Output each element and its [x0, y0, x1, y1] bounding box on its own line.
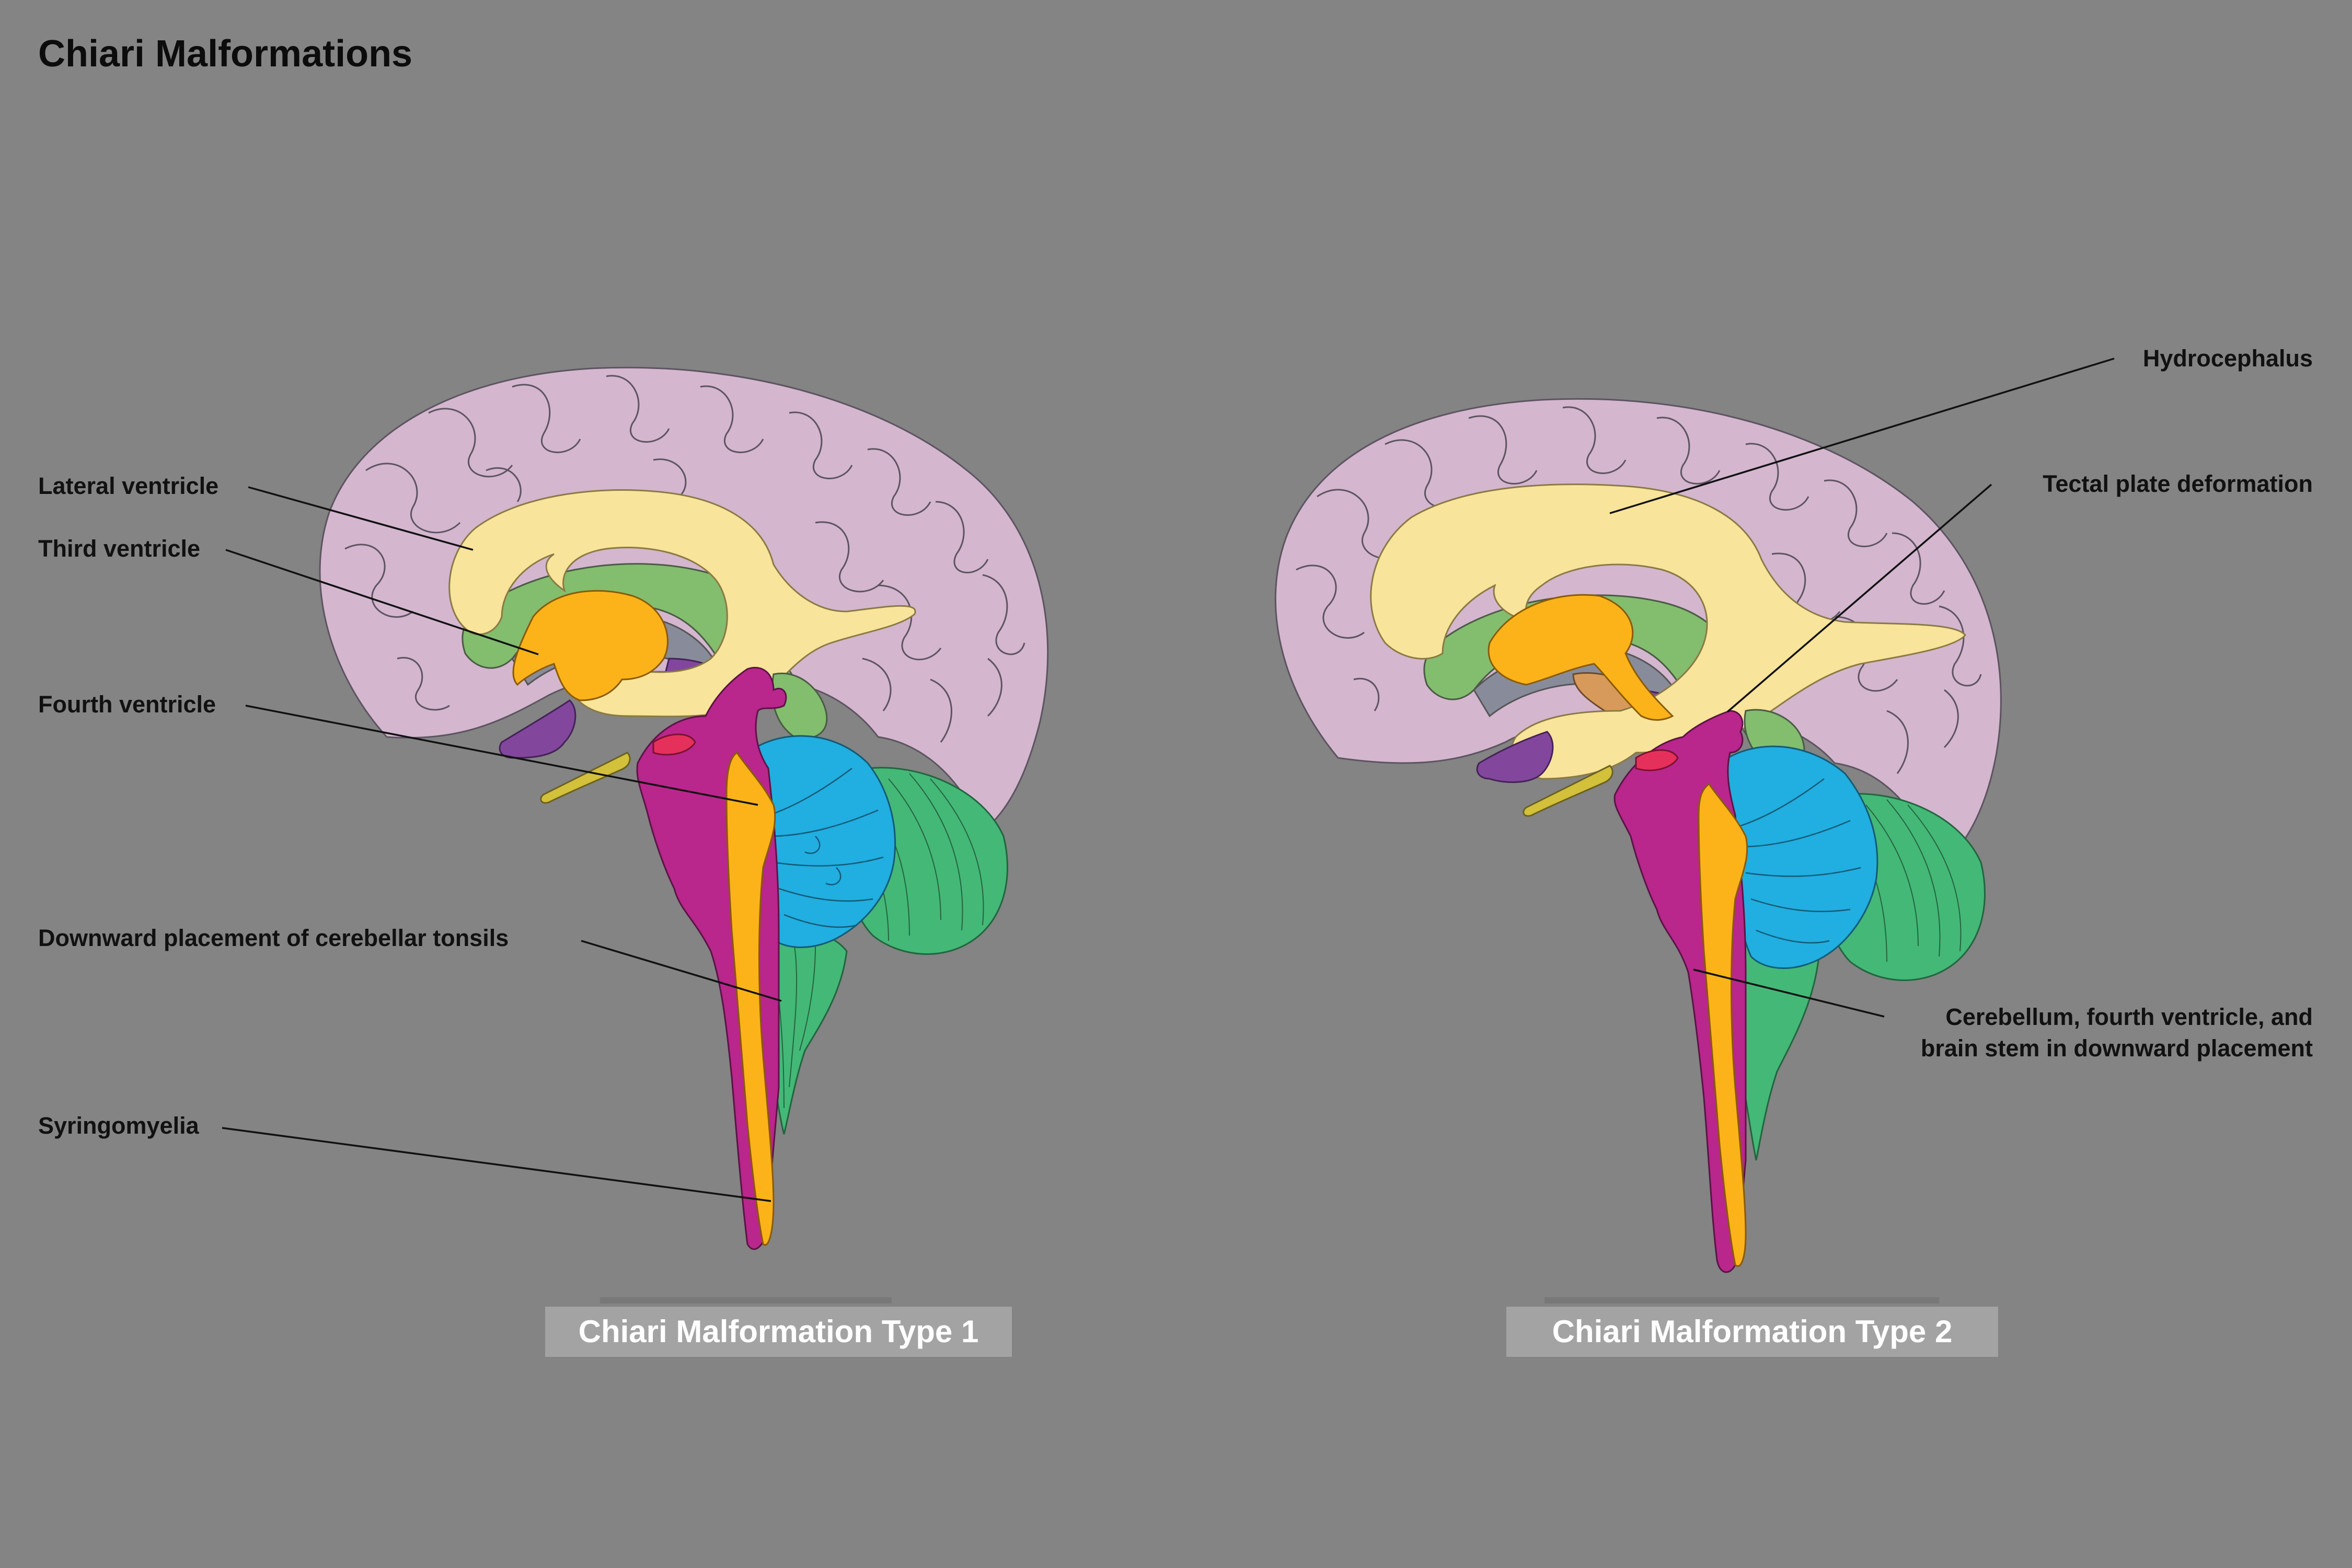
- label-hydrocephalus: Hydrocephalus: [2142, 345, 2313, 372]
- label-lateral-ventricle: Lateral ventricle: [38, 472, 219, 499]
- leader-third-ventricle: [225, 549, 539, 655]
- orange-canal-1: [725, 751, 776, 1246]
- lateral-ventricle-1: [448, 489, 916, 718]
- leader-fourth-ventricle: [245, 705, 758, 806]
- brain-type-2: [1274, 398, 2002, 1273]
- hydrocephalus-ventricle-2: [1370, 483, 1966, 780]
- red-pineal-1: [652, 733, 696, 756]
- leader-lateral-ventricle: [248, 486, 474, 551]
- leader-cerebellum-downward: [1693, 969, 1885, 1018]
- label-downward-placement-tonsils: Downward placement of cerebellar tonsils: [38, 925, 509, 951]
- orange-canal-2: [1698, 782, 1748, 1267]
- leader-hydrocephalus: [1609, 358, 2115, 514]
- optic-nerve-1: [540, 752, 631, 804]
- caption-type-1: Chiari Malformation Type 1: [545, 1307, 1012, 1357]
- third-ventricle-2: [1488, 594, 1674, 721]
- caption-type-2: Chiari Malformation Type 2: [1506, 1307, 1998, 1357]
- third-ventricle-1: [512, 590, 668, 701]
- midbrain-green-1: [771, 673, 828, 740]
- label-syringomyelia: Syringomyelia: [38, 1112, 199, 1139]
- label-third-ventricle: Third ventricle: [38, 535, 201, 562]
- caption-1-shadow: [600, 1297, 892, 1304]
- leader-tonsils: [581, 940, 782, 1002]
- gyri-1: [344, 375, 1025, 743]
- page-title: Chiari Malformations: [38, 33, 413, 75]
- purple-pituitary-2: [1476, 731, 1554, 783]
- leader-tectal-plate: [1726, 483, 1992, 713]
- red-pineal-2: [1635, 749, 1679, 771]
- label-tectal-plate-deformation: Tectal plate deformation: [2043, 470, 2313, 497]
- label-fourth-ventricle: Fourth ventricle: [38, 691, 216, 718]
- folia-green-2: [1844, 799, 1962, 962]
- label-cerebellum-downward-line-1: Cerebellum, fourth ventricle, and: [1945, 1004, 2313, 1030]
- arbor-vitae-1: [768, 767, 884, 928]
- arbor-vitae-2: [1740, 778, 1861, 944]
- leader-syringomyelia: [222, 1127, 771, 1202]
- leader-lines: [222, 358, 2115, 1202]
- brain-type-1: [319, 366, 1049, 1250]
- caption-2-shadow: [1544, 1297, 1939, 1304]
- optic-nerve-2: [1523, 765, 1613, 817]
- label-cerebellum-downward-line-2: brain stem in downward placement: [1920, 1035, 2313, 1062]
